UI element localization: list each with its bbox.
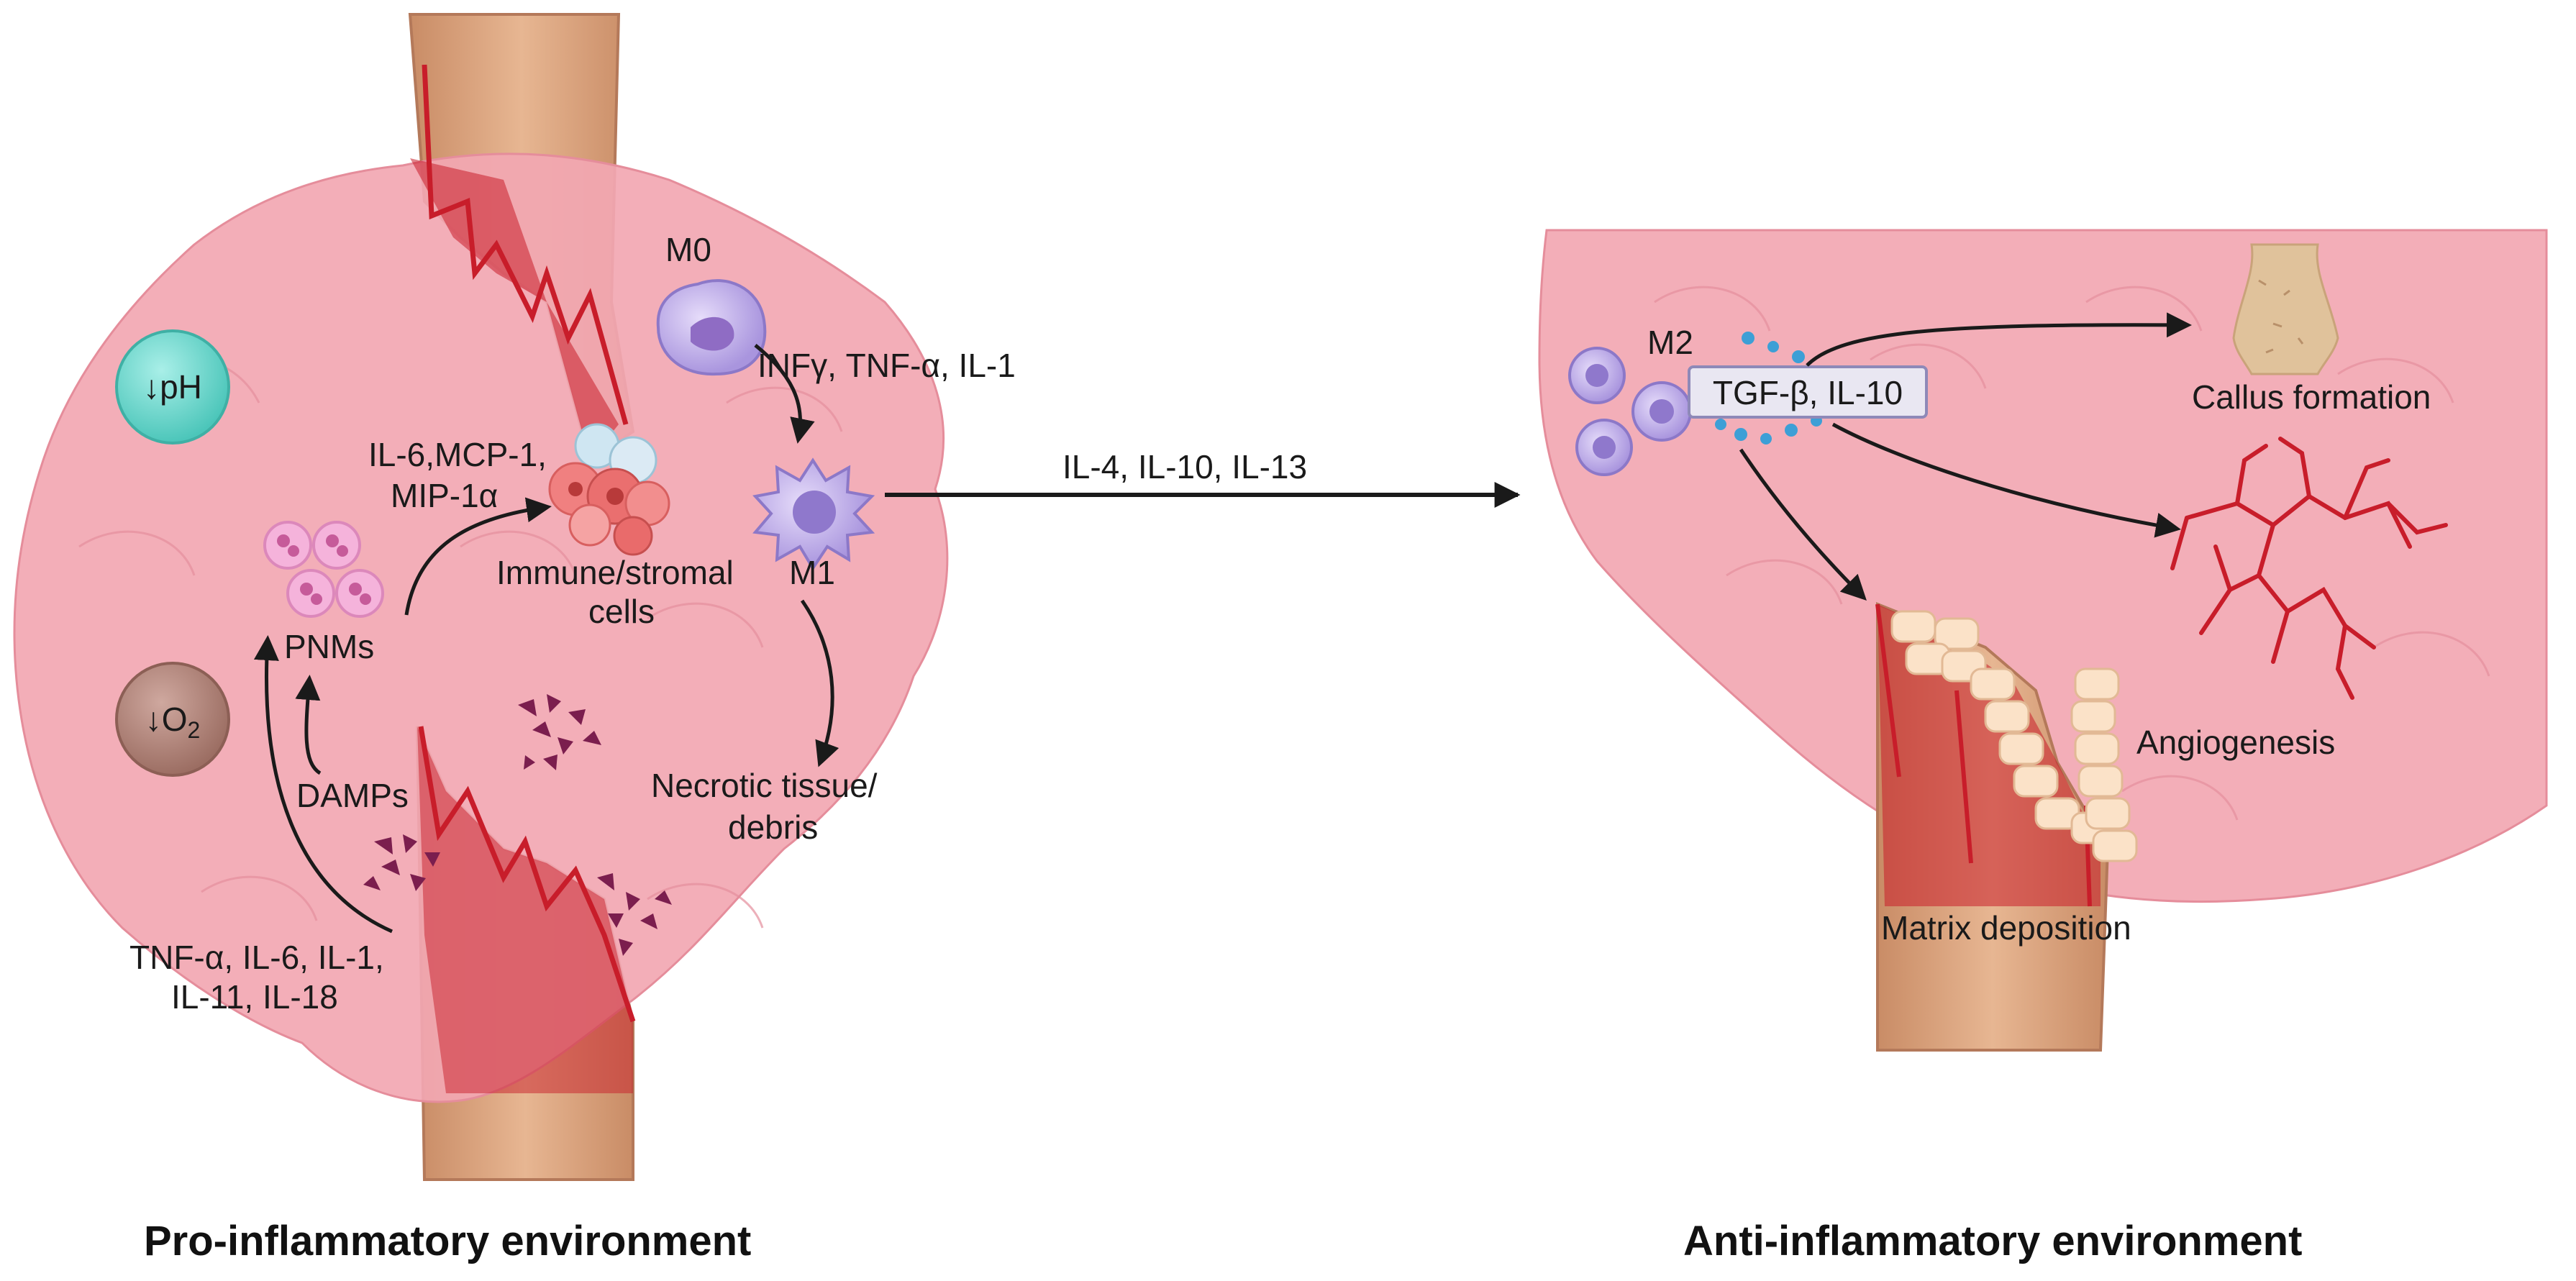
fracture-bottom-blood xyxy=(417,726,633,1093)
cytokine-box xyxy=(1688,365,1928,419)
to-angiogenesis-arrow xyxy=(1831,422,2181,538)
ph-badge xyxy=(115,329,230,445)
fracture-top-edge xyxy=(422,64,629,425)
m1-to-necrotic-arrow xyxy=(800,599,839,767)
m2-macrophages-icon xyxy=(1568,347,1692,476)
to-callus-arrow xyxy=(1806,312,2192,367)
pnms-label: PNMs xyxy=(284,628,374,665)
immune-label-line1: Immune/stromal xyxy=(496,554,734,591)
callus-label: Callus formation xyxy=(2192,378,2431,416)
matrix-label: Matrix deposition xyxy=(1881,909,2131,947)
callus-icon xyxy=(2232,243,2339,375)
angiogenesis-vessels-icon xyxy=(2170,437,2448,700)
right-panel: M2 TGF-β, IL-10 Callus formation xyxy=(1538,229,2548,1264)
cytokine-box-label: TGF-β, IL-10 xyxy=(1713,374,1903,411)
transition: IL-4, IL-10, IL-13 xyxy=(885,448,1521,508)
pnm-neutrophils-icon xyxy=(263,521,384,618)
pnms-to-immune-arrow xyxy=(404,497,552,616)
damp-particles-icon xyxy=(363,694,672,956)
immune-cytokines-line1: IL-6,MCP-1, xyxy=(368,436,547,473)
m1-macrophage-icon xyxy=(752,457,875,571)
left-panel: ↓pH ↓O2 M0 M1 INFγ, TNF-α, IL-1 xyxy=(13,13,1016,1264)
tissue-texture xyxy=(78,357,843,929)
ph-label: ↓pH xyxy=(143,368,202,406)
immune-stromal-cells-icon xyxy=(548,423,670,556)
o2-label: ↓O2 xyxy=(145,701,201,743)
o2-badge xyxy=(115,662,230,777)
m0-label: M0 xyxy=(665,231,711,268)
m1-label: M1 xyxy=(789,554,835,591)
cytokines-to-pnms-arrow xyxy=(253,635,393,934)
right-panel-title: Anti-inflammatory environment xyxy=(1683,1218,2302,1264)
m0-macrophage-icon xyxy=(656,279,767,376)
fracture-bottom-edge xyxy=(418,726,636,1023)
immune-cytokines-line2: MIP-1α xyxy=(391,477,498,514)
bottom-cytokines-line2: IL-11, IL-18 xyxy=(171,978,338,1016)
matrix-cells-icon xyxy=(1890,610,2138,862)
fracture-top-blood xyxy=(410,158,619,460)
m0-to-m1-arrow xyxy=(754,344,815,444)
healing-bone-blood xyxy=(1878,604,2101,906)
left-panel-title: Pro-inflammatory environment xyxy=(144,1218,751,1264)
damps-to-pnms-arrow xyxy=(295,675,322,775)
angiogenesis-label: Angiogenesis xyxy=(2136,724,2335,761)
healing-tissue-texture xyxy=(1654,286,2490,821)
m0-cytokines-label: INFγ, TNF-α, IL-1 xyxy=(757,347,1016,384)
to-matrix-arrow xyxy=(1739,448,1867,601)
damps-label: DAMPs xyxy=(296,777,409,814)
transition-label: IL-4, IL-10, IL-13 xyxy=(1062,448,1307,485)
bottom-cytokines-line1: TNF-α, IL-6, IL-1, xyxy=(129,939,384,976)
immune-label-line2: cells xyxy=(588,593,655,630)
m2-label: M2 xyxy=(1647,324,1693,361)
necrotic-label-line2: debris xyxy=(728,808,818,846)
necrotic-label-line1: Necrotic tissue/ xyxy=(651,767,878,804)
